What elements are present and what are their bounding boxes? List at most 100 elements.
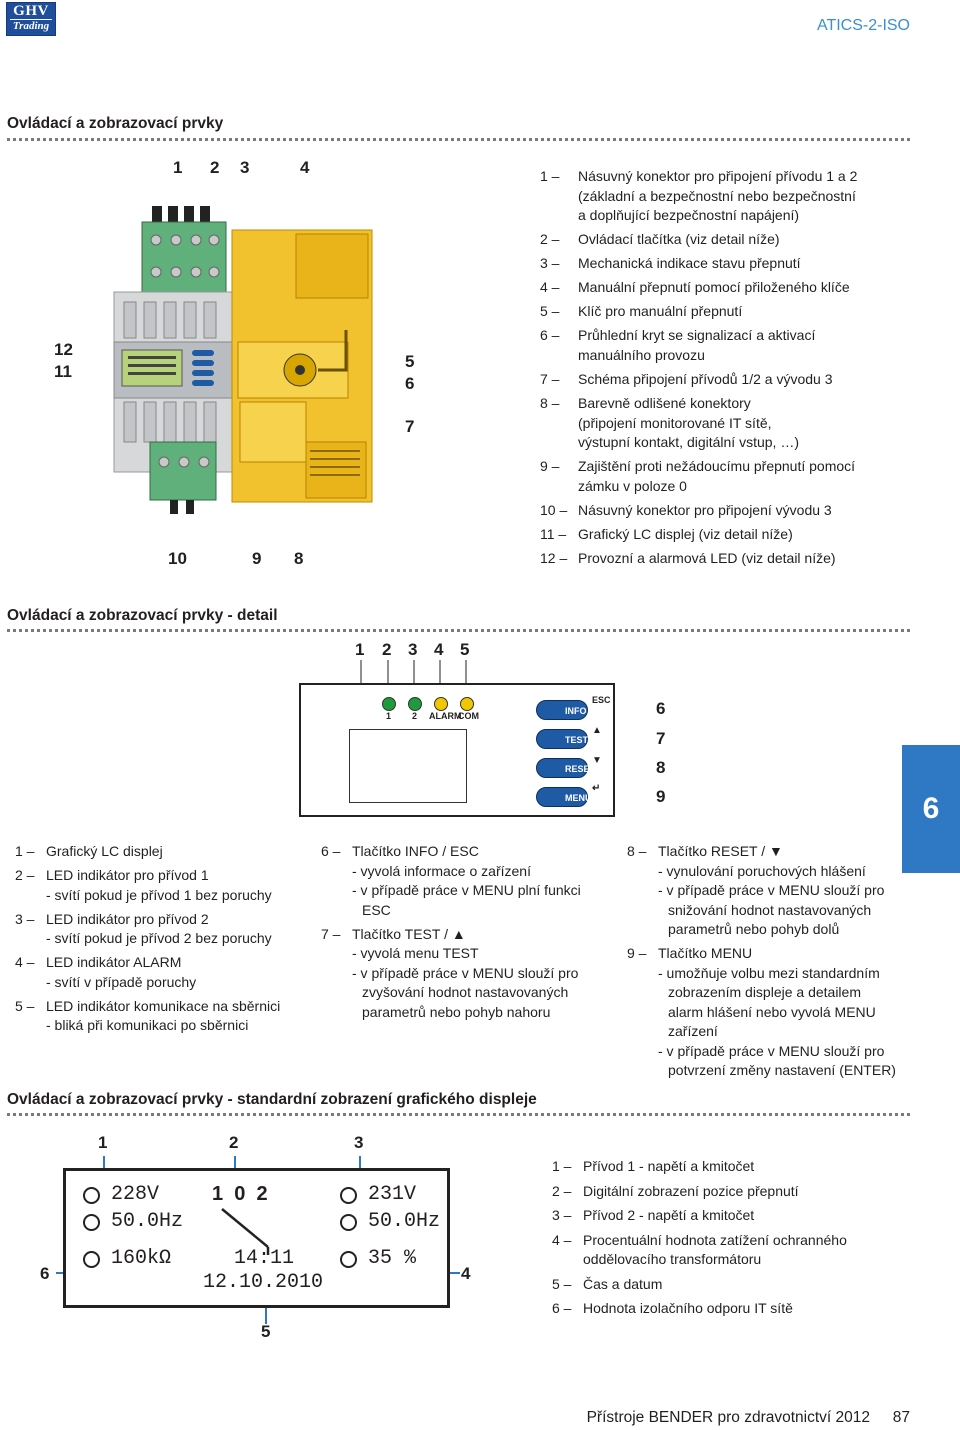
led-label-com: COM — [458, 711, 479, 721]
legend-item-text: Manuální přepnutí pomocí přiloženého klí… — [578, 279, 850, 296]
legend-item-text: Grafický LC displej — [46, 843, 163, 859]
legend-item-text: - vyvolá informace o zařízení — [352, 862, 531, 879]
legend-item-number: 3 – — [540, 255, 560, 272]
legend-item: 4 –LED indikátor ALARM- svítí v případě … — [15, 953, 315, 992]
legend-item-text: Grafický LC displej (viz detail níže) — [578, 525, 793, 542]
legend-item-text: oddělovacího transformátoru — [583, 1251, 762, 1267]
logo-bottom-text: Trading — [10, 19, 52, 33]
legend-item-number: 5 – — [540, 303, 560, 320]
legend-item-text: zámku v poloze 0 — [578, 477, 687, 494]
legend-item-text: Násuvný konektor pro připojení vývodu 3 — [578, 501, 832, 518]
legend-item: 9 –Zajištění proti nežádoucímu přepnutí … — [540, 457, 920, 496]
legend-item-text: Přívod 2 - napětí a kmitočet — [583, 1207, 755, 1223]
legend-item: 5 – Čas a datum — [552, 1275, 932, 1295]
page-number: 87 — [892, 1409, 910, 1426]
device-photo — [113, 206, 373, 514]
legend-item-text: - bliká při komunikaci po sběrnici — [46, 1017, 249, 1034]
legend-item-text: - v případě práce v MENU slouží pro — [658, 882, 885, 898]
legend-item-text: alarm hlášení nebo vyvolá MENU — [668, 1003, 876, 1020]
section2-rule — [7, 629, 910, 632]
legend-item-number: 8 – — [540, 395, 560, 412]
photo-number-12: 12 — [54, 340, 73, 359]
lcd-callout-6: 6 — [40, 1264, 50, 1283]
legend-item: 1 –Násuvný konektor pro připojení přívod… — [540, 167, 920, 226]
reset-button[interactable]: RESET — [536, 758, 595, 778]
legend-item-text: Tlačítko MENU — [658, 945, 753, 962]
display-bullet-icon — [83, 1251, 100, 1268]
legend-item-text: Ovládací tlačítka (viz detail níže) — [578, 231, 780, 248]
legend-item-text: potvrzení změny nastavení (ENTER) — [668, 1062, 896, 1079]
legend-item-text: - v případě práce v MENU slouží pro — [352, 964, 579, 981]
legend-item: 3 –LED indikátor pro přívod 2- svítí pok… — [15, 910, 315, 949]
detail-legend-col2: 6 –Tlačítko INFO / ESC- vyvolá informace… — [321, 842, 621, 1027]
switch-position-symbol — [221, 1208, 270, 1255]
test-button[interactable]: TEST — [536, 729, 588, 749]
display-bullet-icon — [340, 1187, 357, 1204]
legend-item-text: - v případě práce v MENU slouží pro — [658, 1042, 885, 1059]
legend-item-number: 6 – — [321, 843, 341, 859]
chapter-tab: 6 — [902, 745, 960, 873]
section3-legend: 1 –Přívod 1 - napětí a kmitočet 2 –Digitá… — [552, 1157, 932, 1324]
legend-item: 2 –Digitální zobrazení pozice přepnutí — [552, 1182, 932, 1202]
legend-item-text: parametrů nebo pohyb dolů — [668, 921, 840, 937]
led-label-1: 1 — [386, 711, 392, 721]
menu-button[interactable]: MENU — [536, 787, 592, 807]
detail-number-4: 4 — [434, 640, 444, 659]
legend-item-number: 9 – — [627, 945, 647, 962]
legend-item-number: 4 – — [552, 1231, 572, 1248]
section1-title: Ovládací a zobrazovací prvky — [7, 115, 224, 132]
photo-number-11: 11 — [54, 362, 72, 381]
supply2-voltage: 231V — [368, 1183, 417, 1206]
photo-number-5: 5 — [405, 352, 415, 371]
legend-item-text: parametrů nebo pohyb nahoru — [362, 1003, 551, 1020]
detail-number-5: 5 — [460, 640, 470, 659]
legend-item-text: Tlačítko RESET / ▼ — [658, 843, 783, 859]
legend-item-text: - vyvolá menu TEST — [352, 945, 479, 962]
legend-item-number: 10 – — [540, 501, 568, 518]
device-lcd — [121, 349, 183, 387]
photo-number-8: 8 — [294, 549, 304, 568]
legend-item: 8 –Barevně odlišené konektory(připojení … — [540, 394, 920, 453]
detail-number-1: 1 — [355, 640, 365, 659]
legend-item: 4 –Manuální přepnutí pomocí přiloženého … — [540, 278, 920, 298]
legend-item-number: 4 – — [15, 954, 35, 971]
info-button[interactable]: INFO — [536, 700, 588, 720]
display-bullet-icon — [83, 1187, 100, 1204]
legend-item-number: 11 – — [540, 525, 567, 542]
legend-item: 9 –Tlačítko MENU- umožňuje volbu mezi st… — [627, 944, 927, 1081]
legend-item: 11 – Grafický LC displej (viz detail níže… — [540, 525, 920, 545]
photo-number-4: 4 — [300, 158, 310, 177]
legend-item-text: Čas a datum — [583, 1275, 663, 1292]
legend-item-number: 5 – — [552, 1275, 572, 1292]
control-panel: 1 2 ALARM COM INFO TEST RESET MENU ESC ▲… — [299, 683, 615, 817]
legend-item: 6 –Průhlední kryt se signalizací a aktiv… — [540, 326, 920, 365]
lcd-callout-2: 2 — [229, 1133, 239, 1152]
legend-item-text: Průhlední kryt se signalizací a aktivací — [578, 327, 816, 344]
legend-item: 6 –Tlačítko INFO / ESC- vyvolá informace… — [321, 842, 621, 920]
legend-item-text: Schéma připojení přívodů 1/2 a vývodu 3 — [578, 371, 833, 388]
supply1-voltage: 228V — [111, 1183, 160, 1206]
legend-item: 1 –Přívod 1 - napětí a kmitočet — [552, 1157, 932, 1177]
detail-number-8: 8 — [656, 758, 666, 777]
lcd-callout-3: 3 — [354, 1133, 364, 1152]
display-bullet-icon — [340, 1214, 357, 1231]
legend-item-number: 3 – — [552, 1207, 572, 1223]
legend-item: 10 – Násuvný konektor pro připojení vývod… — [540, 501, 920, 521]
photo-number-10: 10 — [168, 549, 187, 568]
legend-item-text: Klíč pro manuální přepnutí — [578, 303, 743, 320]
legend-item-text: ESC — [362, 901, 391, 918]
legend-item-number: 2 – — [15, 867, 35, 884]
legend-item-text: - svítí pokud je přívod 2 bez poruchy — [46, 930, 272, 947]
down-arrow-icon: ▼ — [592, 755, 602, 766]
legend-item-number: 1 – — [552, 1158, 572, 1174]
transformer-load: 35 % — [368, 1247, 417, 1270]
led-com — [460, 697, 474, 711]
photo-number-6: 6 — [405, 374, 415, 393]
legend-item-text: Násuvný konektor pro připojení přívodu 1… — [578, 168, 858, 184]
legend-item-number: 12 – — [540, 550, 568, 567]
legend-item: 3 – Přívod 2 - napětí a kmitočet — [552, 1206, 932, 1226]
legend-item-number: 5 – — [15, 997, 35, 1014]
legend-item-text: Digitální zobrazení pozice přepnutí — [583, 1182, 799, 1199]
legend-item-number: 8 – — [627, 843, 647, 859]
